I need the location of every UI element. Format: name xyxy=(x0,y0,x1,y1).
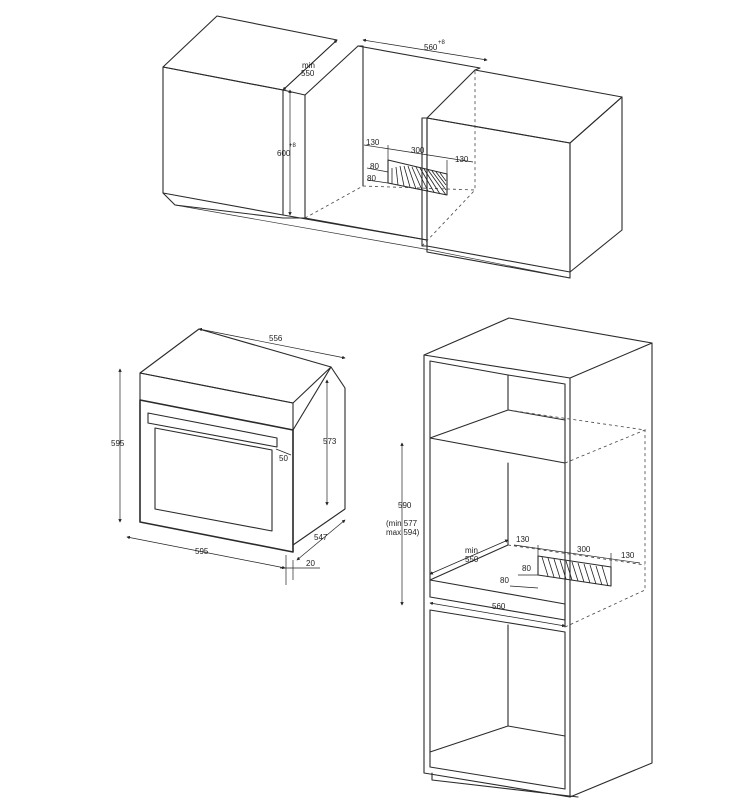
oven-height-right-label: 573 xyxy=(323,437,337,446)
oven-handle xyxy=(147,412,278,448)
column-vent-depth-a: 80 xyxy=(522,564,531,573)
top-depth-value: 550 xyxy=(301,69,315,78)
column-niche-height-label: 590 xyxy=(398,501,412,510)
oven-height-left-label: 595 xyxy=(111,439,125,448)
top-vent-left: 130 xyxy=(366,138,380,147)
column-depth-value: 550 xyxy=(465,555,479,564)
top-vent-width: 300 xyxy=(411,146,425,155)
top-depth-min: min xyxy=(302,61,315,70)
column-depth-min: min xyxy=(465,546,478,555)
column-niche-max-label: max 594) xyxy=(386,528,420,537)
oven-depth-label: 547 xyxy=(314,533,328,542)
oven-side-face xyxy=(292,366,346,546)
top-dimensions xyxy=(282,38,488,216)
top-vent-right: 130 xyxy=(455,155,469,164)
column-top-face xyxy=(423,317,653,379)
vent-opening xyxy=(387,159,448,196)
column-niche-width-label: 560 xyxy=(492,602,506,611)
column-vent-width: 300 xyxy=(577,545,591,554)
oven-width-top-label: 556 xyxy=(269,334,283,343)
top-width-tolerance: +8 xyxy=(438,40,446,46)
column-installation-view: 590 (min 577 max 594) min 550 130 300 13… xyxy=(386,317,653,798)
column-niche-min-label: (min 577 xyxy=(386,519,418,528)
oven-handle-offset-label: 50 xyxy=(279,454,288,463)
top-vent-depth-a: 80 xyxy=(370,162,379,171)
column-vent-left: 130 xyxy=(516,535,530,544)
oven-view: 556 595 573 595 547 50 20 xyxy=(111,327,346,585)
oven-window xyxy=(154,427,273,532)
oven-door xyxy=(139,399,294,553)
column-side-face xyxy=(569,342,653,798)
oven-front-thickness-label: 20 xyxy=(306,559,315,568)
oven-control-panel xyxy=(139,372,294,431)
column-front-left xyxy=(423,354,571,798)
top-height-tolerance: +8 xyxy=(289,143,297,149)
column-vent-depth-b: 80 xyxy=(500,576,509,585)
oven-width-bottom-label: 595 xyxy=(195,547,209,556)
left-cabinet xyxy=(162,15,338,219)
right-cabinet xyxy=(426,69,623,279)
top-height-label: 600 xyxy=(277,149,291,158)
column-vent-right: 130 xyxy=(621,551,635,560)
top-width-label: 560 xyxy=(424,43,438,52)
top-vent-depth-b: 80 xyxy=(367,174,376,183)
column-vent-opening xyxy=(537,555,612,587)
undercounter-installation-view: 560 +8 min 550 600 +8 130 300 130 80 80 xyxy=(162,15,623,279)
